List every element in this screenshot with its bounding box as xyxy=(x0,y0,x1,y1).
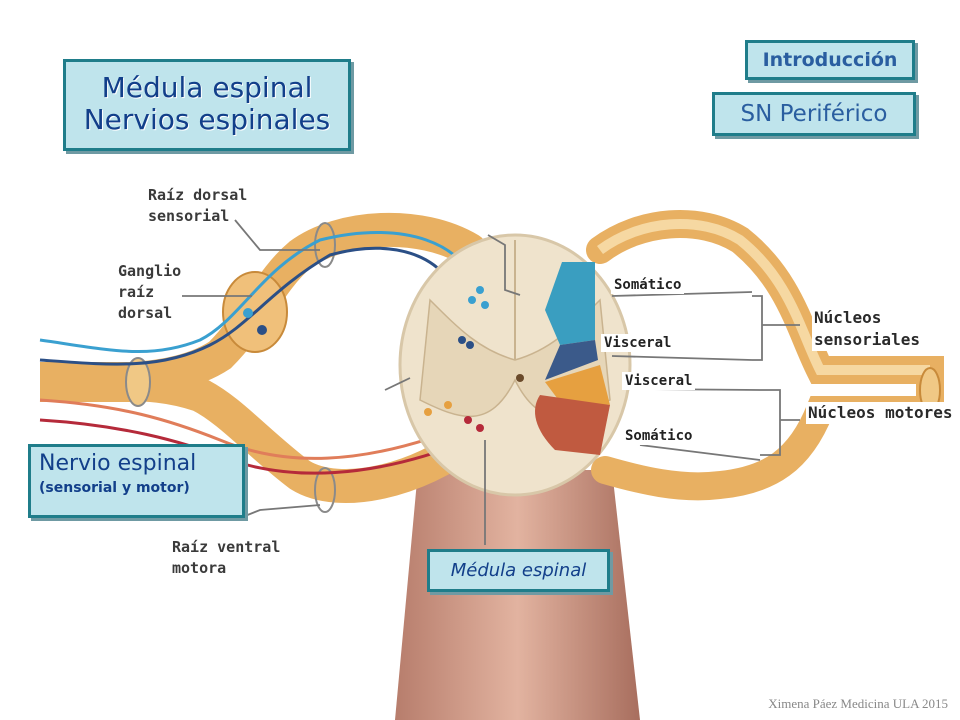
cord-stem xyxy=(395,470,640,720)
raiz-ventral-label: Raíz ventral motora xyxy=(172,538,281,577)
nucleos-motores-label: Núcleos motores xyxy=(806,402,955,424)
nervio-espinal-box: Nervio espinal (sensorial y motor) xyxy=(28,444,245,518)
nervio-espinal-subtitle: (sensorial y motor) xyxy=(39,480,190,496)
title-box: Médula espinal Nervios espinales xyxy=(63,59,351,151)
title-line-1: Médula espinal xyxy=(101,71,313,104)
visceral-sensory-region xyxy=(545,340,598,380)
introduccion-button[interactable]: Introducción xyxy=(745,40,915,80)
left-spinal-nerve xyxy=(40,212,487,513)
visceral-sensory-label: Visceral xyxy=(601,334,675,352)
somatico-motor-label: Somático xyxy=(622,427,696,445)
somatic-motor-region xyxy=(535,395,610,455)
somatic-sensory-region xyxy=(545,262,595,345)
credit-text: Ximena Páez Medicina ULA 2015 xyxy=(768,696,948,711)
visceral-motor-region xyxy=(545,365,610,405)
interneurons xyxy=(424,286,489,432)
sensory-fibers xyxy=(39,231,482,366)
nervio-espinal-title: Nervio espinal xyxy=(39,451,197,476)
title-line-2: Nervios espinales xyxy=(83,103,331,136)
medula-espinal-box: Médula espinal xyxy=(427,549,610,592)
spinal-cord-section xyxy=(398,233,632,497)
visceral-motor-label: Visceral xyxy=(622,372,696,390)
ganglio-label: Ganglio raíz dorsal xyxy=(118,262,182,322)
somatico-sensory-label: Somático xyxy=(611,276,685,294)
sn-periferico-button[interactable]: SN Periférico xyxy=(712,92,916,136)
right-spinal-nerve xyxy=(586,210,944,501)
raiz-dorsal-label: Raíz dorsal sensorial xyxy=(148,186,248,225)
nucleos-sensoriales-label: Núcleos sensoriales xyxy=(812,307,960,351)
